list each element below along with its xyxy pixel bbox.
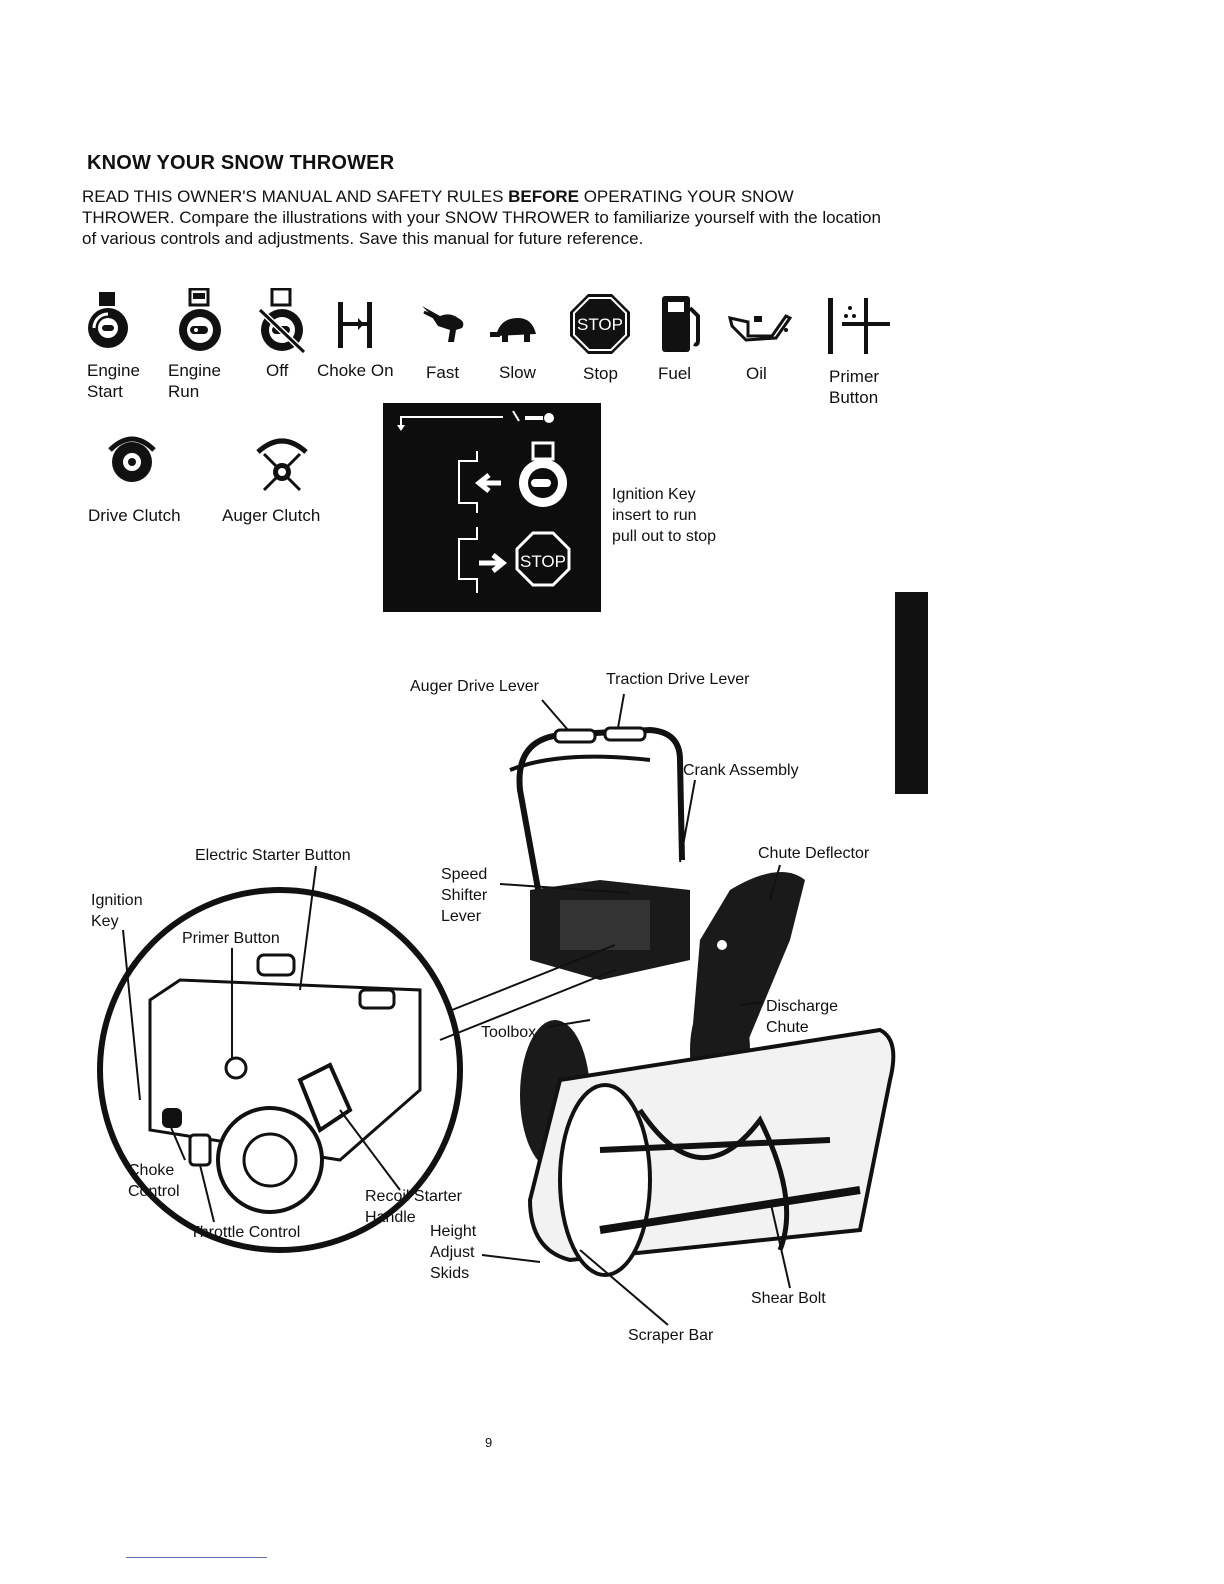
primer-icon: [828, 298, 890, 354]
callout-shear-bolt: Shear Bolt: [751, 1290, 826, 1307]
stop-sign-text: STOP: [577, 315, 623, 334]
label-auger-clutch: Auger Clutch: [222, 506, 321, 525]
label-choke-on: Choke On: [317, 361, 394, 380]
label-fuel: Fuel: [658, 364, 692, 383]
callout-toolbox: Toolbox: [481, 1024, 537, 1041]
label-stop: Stop: [583, 364, 618, 383]
callout-height-adjust-skids: Height Adjust Skids: [430, 1223, 477, 1282]
engine-run-icon: [179, 288, 221, 351]
callout-primer-button: Primer Button: [182, 930, 280, 947]
label-slow: Slow: [499, 363, 536, 382]
drive-clutch-icon: [108, 436, 156, 482]
callout-electric-starter-button: Electric Starter Button: [195, 847, 351, 864]
label-fast: Fast: [426, 363, 460, 382]
auger-clutch-icon: [256, 438, 308, 492]
callout-choke-control: Choke Control: [128, 1162, 180, 1200]
engine-off-icon: [257, 288, 307, 355]
ignition-stop-text: STOP: [520, 552, 566, 571]
turtle-icon: [490, 318, 536, 342]
label-engine-start: Engine Start: [87, 361, 140, 401]
label-engine-run: Engine Run: [168, 361, 221, 401]
ignition-key-panel: STOP: [383, 403, 601, 612]
callout-discharge-chute: Discharge Chute: [766, 998, 839, 1036]
callout-recoil-starter-handle: Recoil Starter Handle: [365, 1188, 462, 1226]
choke-icon: [338, 302, 372, 348]
snow-thrower-illustration: [97, 693, 896, 1326]
page-title: KNOW YOUR SNOW THROWER: [87, 152, 395, 174]
label-drive-clutch: Drive Clutch: [88, 506, 181, 525]
engine-start-icon: [88, 292, 128, 348]
label-oil: Oil: [746, 364, 767, 383]
label-off: Off: [266, 361, 289, 380]
oil-can-icon: [727, 314, 792, 342]
ignition-key-diagram: STOP: [397, 410, 571, 593]
intro-bold: BEFORE: [508, 187, 579, 206]
ignition-line-1: Ignition Key: [612, 486, 696, 503]
rabbit-icon: [422, 306, 464, 342]
callout-traction-drive-lever: Traction Drive Lever: [606, 671, 750, 688]
callout-chute-deflector: Chute Deflector: [758, 845, 870, 862]
callout-crank-assembly: Crank Assembly: [683, 762, 799, 779]
callout-speed-shifter-lever: Speed Shifter Lever: [441, 866, 488, 925]
ignition-line-3: pull out to stop: [612, 528, 717, 545]
label-primer-button: Primer Button: [829, 367, 880, 407]
stop-sign-icon: STOP: [570, 294, 630, 354]
intro-text-2: OPERATING YOUR SNOW THROWER. Compare the…: [82, 187, 881, 248]
callout-scraper-bar: Scraper Bar: [628, 1327, 714, 1344]
callout-auger-drive-lever: Auger Drive Lever: [410, 678, 539, 695]
section-tab-marker: [895, 592, 928, 794]
page-number: 9: [485, 1435, 493, 1450]
intro-text-1: READ THIS OWNER'S MANUAL AND SAFETY RULE…: [82, 187, 509, 206]
footer-rule: [126, 1557, 267, 1558]
fuel-pump-icon: [662, 296, 700, 352]
callout-ignition-key: Ignition Key: [91, 892, 143, 930]
intro-paragraph: READ THIS OWNER'S MANUAL AND SAFETY RULE…: [82, 186, 882, 249]
ignition-line-2: insert to run: [612, 507, 697, 524]
callout-throttle-control: Throttle Control: [190, 1224, 301, 1241]
